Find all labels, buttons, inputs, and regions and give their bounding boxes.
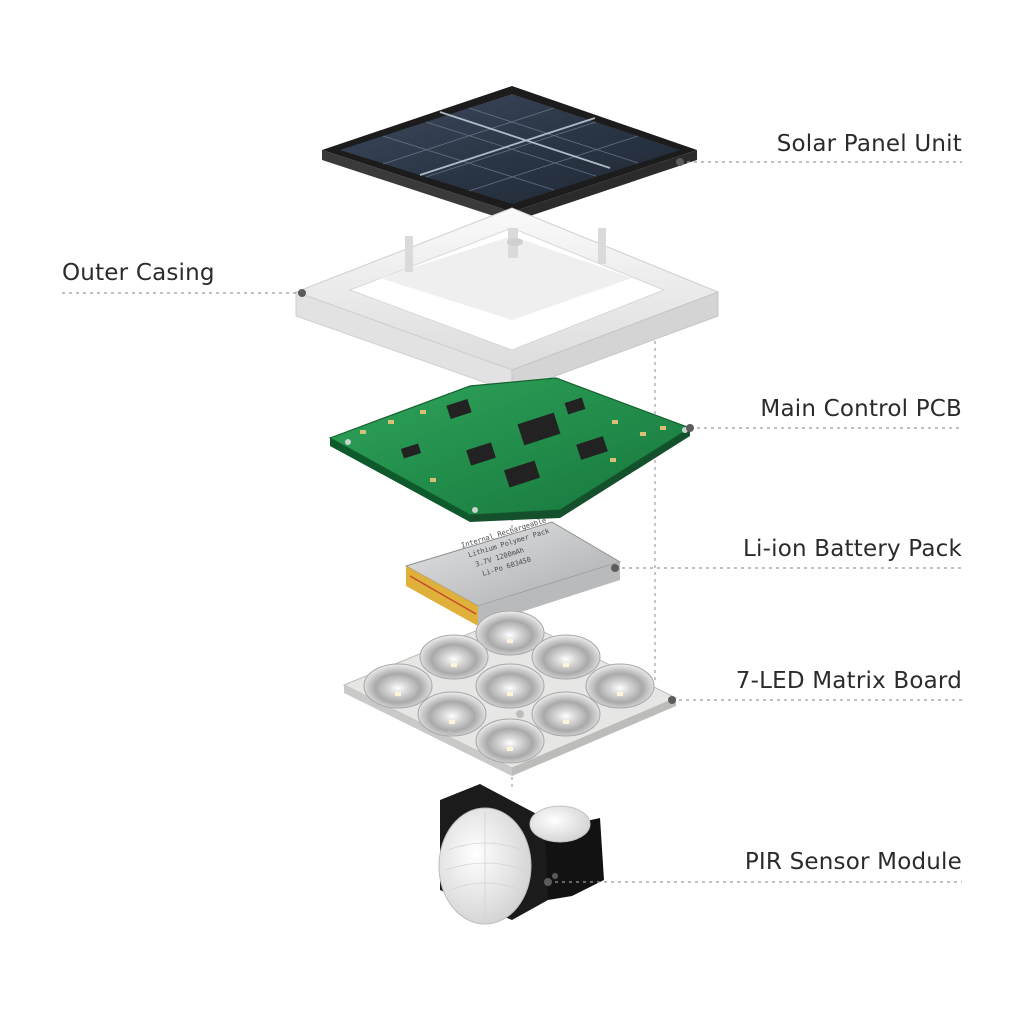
led-chip: [395, 692, 401, 696]
led-reflector-cup: [531, 691, 601, 737]
label-li-ion-battery-pack: Li-ion Battery Pack: [743, 536, 962, 562]
led-reflector-cup: [531, 634, 601, 680]
led-reflector-cup: [475, 610, 545, 656]
pir-sensor-icon: [438, 784, 604, 925]
led-reflector-cup: [585, 663, 655, 709]
callout-anchors: [298, 158, 694, 886]
led-reflector-cup: [419, 634, 489, 680]
label-main-control-pcb: Main Control PCB: [760, 396, 962, 422]
led-chip: [507, 639, 513, 643]
led-reflector-cup: [417, 691, 487, 737]
label-solar-panel-unit: Solar Panel Unit: [776, 131, 962, 157]
label-pir-sensor-module: PIR Sensor Module: [744, 849, 962, 875]
led-chip: [507, 692, 513, 696]
led-chip: [507, 747, 513, 751]
callout-leaders: [62, 161, 962, 883]
label-7-led-matrix-board: 7-LED Matrix Board: [735, 668, 962, 694]
led-reflector-cup: [475, 718, 545, 764]
casing-icon: [294, 207, 720, 393]
led-chip: [563, 720, 569, 724]
led-chip: [449, 720, 455, 724]
pcb-icon: [328, 377, 692, 522]
led-chip: [617, 692, 623, 696]
battery-icon: Internal Rechargeable Lithium Polymer Pa…: [404, 516, 622, 626]
led-reflector-group: [363, 610, 655, 764]
led-reflector-cup: [475, 663, 545, 709]
solar-panel-icon: [322, 86, 697, 222]
led-chip: [451, 663, 457, 667]
led-board-icon: [342, 610, 678, 776]
led-reflector-cup: [363, 663, 433, 709]
label-outer-casing: Outer Casing: [62, 260, 215, 286]
led-chip: [563, 663, 569, 667]
